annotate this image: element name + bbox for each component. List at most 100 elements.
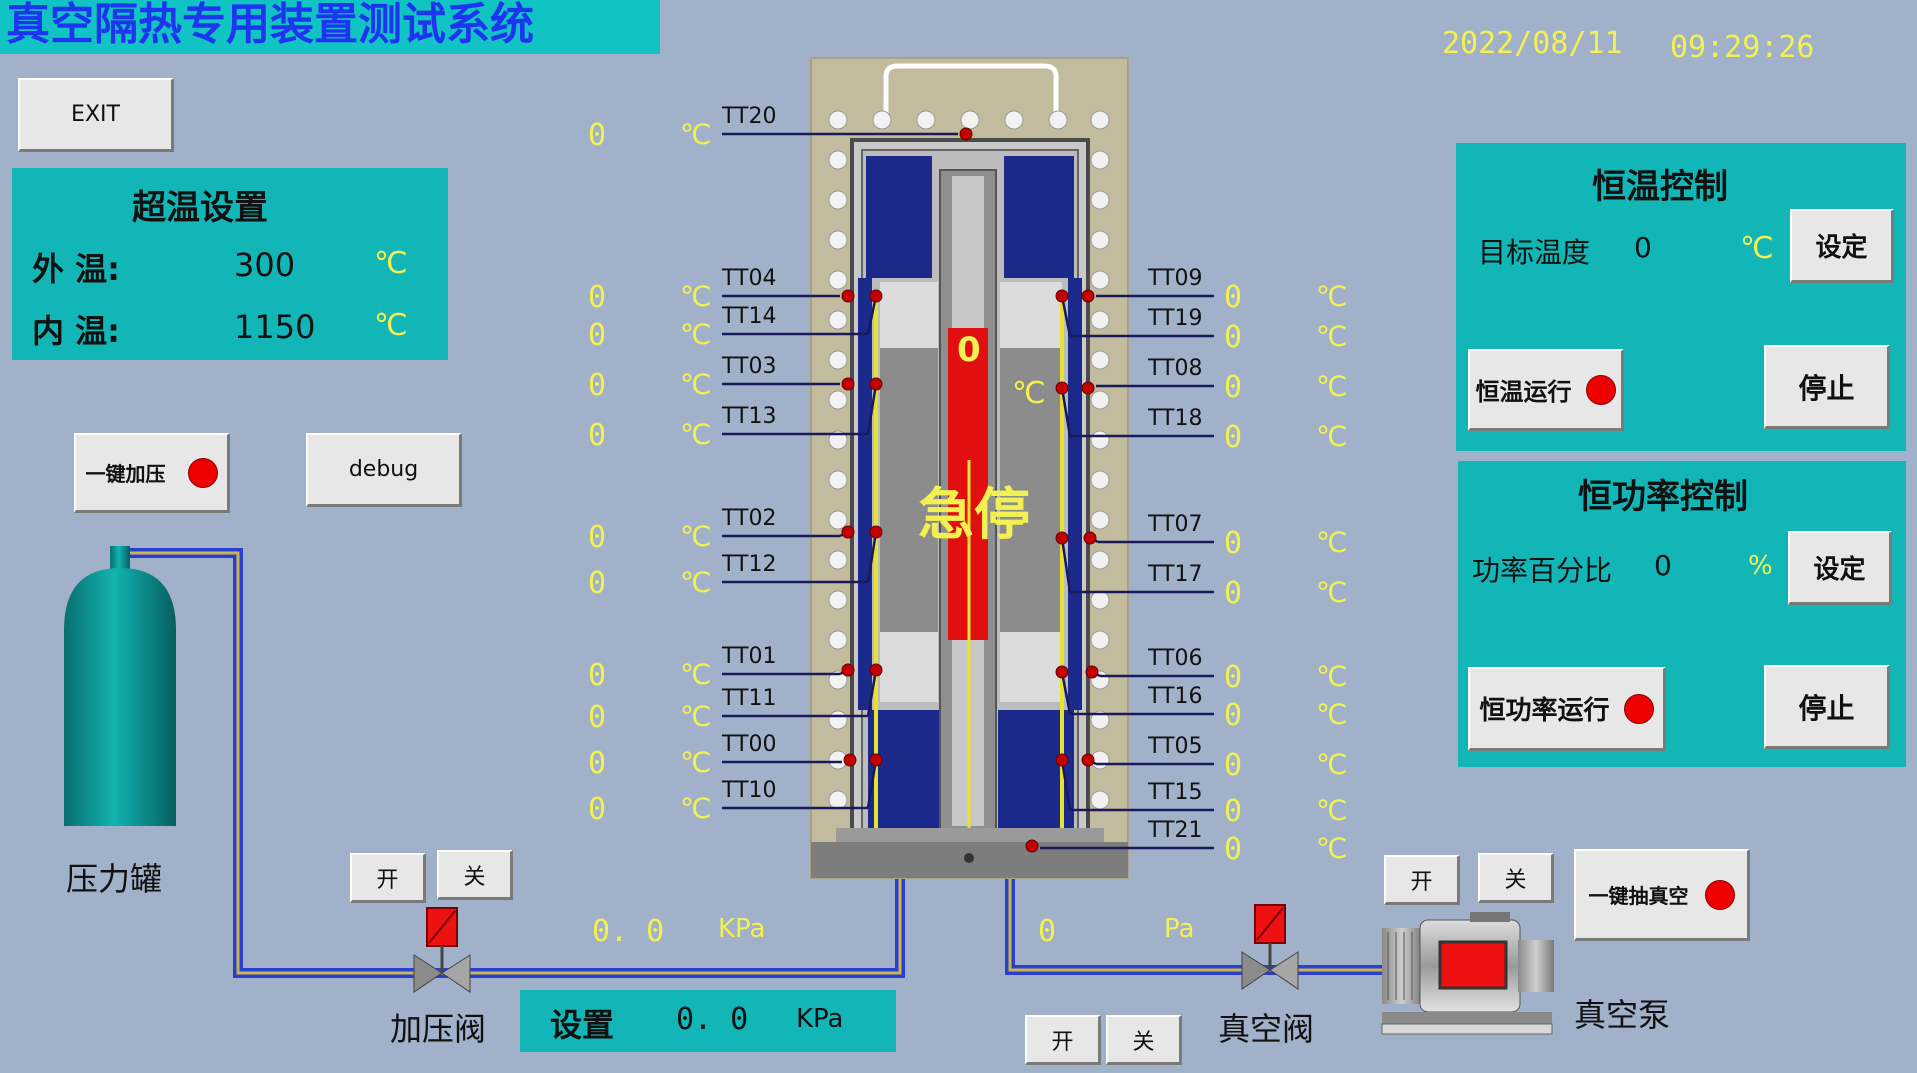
sensor-value-left: 0 [588,520,607,555]
sensor-point-right [1083,531,1097,545]
sensor-tag-right: TT06 [1148,646,1203,671]
sensor-point-left [841,525,855,539]
vacuum-valve-label: 真空阀 [1218,1010,1315,1048]
sensor-unit-left: ℃ [680,118,712,151]
casing-hole [828,270,848,290]
casing-hole [828,150,848,170]
sensor-point-right [1081,753,1095,767]
casing-hole [828,590,848,610]
sensor-point-left [959,127,973,141]
mid-valve-close-button[interactable]: 关 [1106,1015,1182,1065]
sensor-tag-left: TT04 [722,266,777,291]
casing-hole [828,510,848,530]
pressure-setpoint-value[interactable]: 0. 0 [676,1002,749,1037]
sensor-leader-right [1060,537,1072,593]
pressure-tank-label: 压力罐 [66,860,163,898]
sensor-tag-left: TT20 [722,104,777,129]
constant-power-set-button[interactable]: 设定 [1788,531,1892,605]
vacuum-valve-graphic [1241,904,1299,990]
sensor-tag-right: TT09 [1148,266,1203,291]
target-temp-label: 目标温度 [1478,236,1591,269]
sensor-leader-left [866,383,878,435]
casing-hole [828,630,848,650]
date-readout: 2022/08/11 [1442,26,1623,61]
casing-hole [1090,470,1110,490]
page-title: 真空隔热专用装置测试系统 [0,0,660,54]
target-temp-value[interactable]: 0 [1634,231,1652,264]
casing-hole [828,790,848,810]
pressure-tank [64,546,176,826]
constant-power-run-label: 恒功率运行 [1479,696,1610,726]
vacuum-status-lamp [1704,879,1735,910]
sensor-point-right [1055,289,1069,303]
pressure-valve-close-button[interactable]: 关 [437,850,513,900]
casing-hole [1090,510,1110,530]
debug-button[interactable]: debug [306,433,462,507]
sensor-unit-right: ℃ [1316,660,1348,693]
casing-hole [828,350,848,370]
power-percent-value[interactable]: 0 [1654,549,1672,582]
mid-valve-open-button[interactable]: 开 [1025,1015,1101,1065]
vacuum-valve-close-button[interactable]: 关 [1478,853,1554,903]
core-temp-unit: ℃ [1012,376,1046,411]
emergency-stop-status: 急停 [918,483,1030,548]
sensor-value-left: 0 [588,118,607,153]
sensor-unit-left: ℃ [680,368,712,401]
sensor-tag-left: TT02 [722,506,777,531]
sensor-point-left [869,377,883,391]
sensor-unit-left: ℃ [680,746,712,779]
casing-hole [1004,110,1024,130]
constant-temp-panel: 恒温控制 目标温度 0 ℃ 设定 恒温运行 停止 [1456,143,1906,451]
casing-holes [828,110,1110,810]
casing-hole [1090,790,1110,810]
constant-power-stop-button[interactable]: 停止 [1764,665,1890,749]
sensor-tag-left: TT14 [722,304,777,329]
casing-hole [828,470,848,490]
casing-hole [828,310,848,330]
over-temp-panel: 超温设置 外 温: 300 ℃ 内 温: 1150 ℃ [12,168,448,360]
pressure-setpoint-unit: KPa [796,1004,844,1034]
constant-power-panel: 恒功率控制 功率百分比 0 % 设定 恒功率运行 停止 [1458,461,1906,767]
vacuum-valve-open-button[interactable]: 开 [1384,855,1460,905]
sensor-tag-right: TT05 [1148,734,1203,759]
pressure-valve-label: 加压阀 [390,1010,487,1048]
sensor-value-right: 0 [1224,576,1243,611]
constant-temp-run-button[interactable]: 恒温运行 [1468,349,1624,431]
vacuum-unit: Pa [1164,914,1195,944]
sensor-leader-left [866,669,878,717]
sensor-value-right: 0 [1224,698,1243,733]
sensor-leader-right [1060,759,1072,811]
pressure-valve-open-button[interactable]: 开 [350,853,426,903]
exit-button[interactable]: EXIT [18,78,174,152]
sensor-value-left: 0 [588,318,607,353]
sensor-unit-left: ℃ [680,280,712,313]
sensor-unit-right: ℃ [1316,794,1348,827]
inner-temp-value[interactable]: 1150 [234,308,316,346]
casing-hole [1090,350,1110,370]
constant-power-run-button[interactable]: 恒功率运行 [1468,667,1666,751]
inner-temp-label: 内 温: [32,312,120,350]
casing-hole [828,390,848,410]
sensor-point-right [1025,839,1039,853]
outer-temp-value[interactable]: 300 [234,246,296,284]
sensor-point-left [869,289,883,303]
pressurize-one-key-button[interactable]: 一键加压 [74,433,230,513]
sensor-tag-left: TT13 [722,404,777,429]
sensor-unit-left: ℃ [680,520,712,553]
casing-hole [828,230,848,250]
casing-hole [1090,590,1110,610]
vacuum-one-key-button[interactable]: 一键抽真空 [1574,849,1750,941]
sensor-unit-left: ℃ [680,318,712,351]
casing-hole [1090,230,1110,250]
sensor-value-left: 0 [588,280,607,315]
over-temp-title: 超温设置 [132,188,268,228]
sensor-value-right: 0 [1224,280,1243,315]
constant-power-title: 恒功率控制 [1578,477,1748,517]
sensor-unit-right: ℃ [1316,420,1348,453]
pressure-valve-graphic [413,907,471,993]
constant-temp-set-button[interactable]: 设定 [1790,209,1894,283]
casing-hole [828,430,848,450]
constant-temp-stop-button[interactable]: 停止 [1764,345,1890,429]
casing-hole [1090,710,1110,730]
